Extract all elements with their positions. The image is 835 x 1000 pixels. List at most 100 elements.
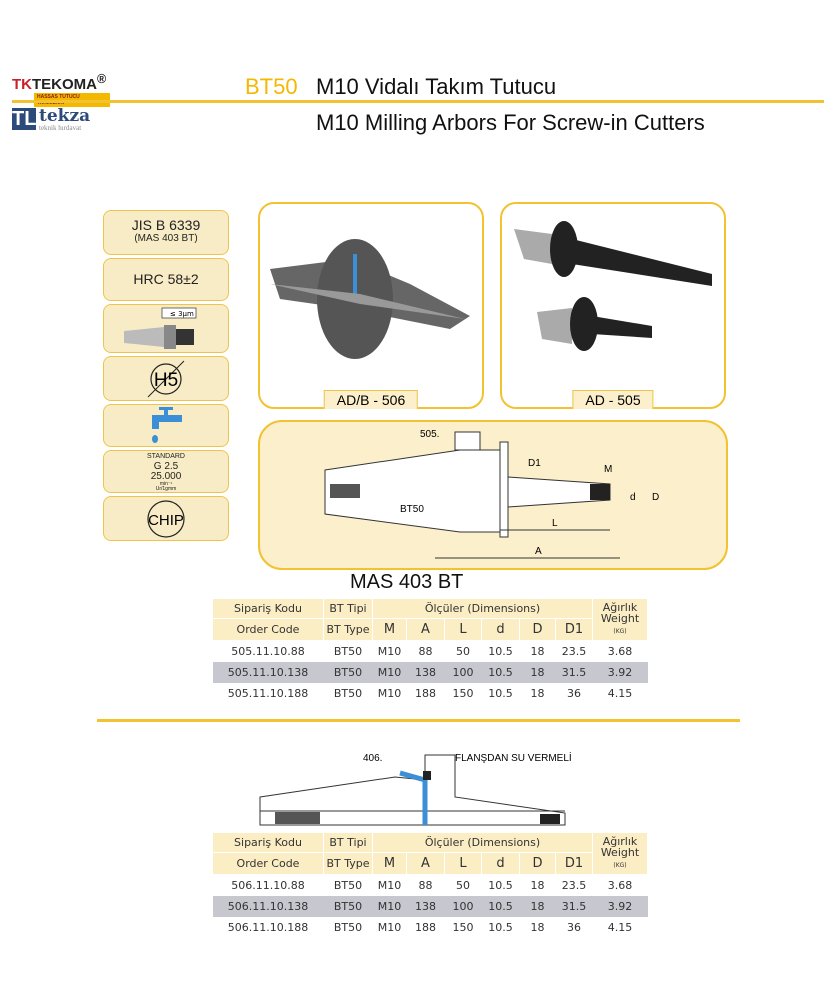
tolerance-circle-icon (150, 363, 182, 395)
col-2: L (444, 852, 482, 875)
table-cell: 100 (444, 662, 482, 683)
table-cell: 10.5 (488, 921, 513, 934)
hardness-box: HRC 58±2 (103, 258, 229, 301)
table-cell: 18 (519, 662, 556, 683)
dim-d1: D1 (528, 458, 541, 469)
table-cell: 506.11.10.88 (231, 879, 305, 892)
standard-text: JIS B 6339 (131, 217, 201, 233)
technical-drawing-406: 406. FLANŞDAN SU VERMELİ (255, 745, 595, 835)
weight-en: Weight (600, 612, 640, 625)
dim-d-large: D (652, 492, 659, 503)
weight-tr: Ağırlık (602, 601, 638, 614)
table-cell: 88 (418, 645, 433, 658)
section-divider (97, 719, 740, 722)
arbor-section-image (270, 239, 470, 359)
balance-grade: G 2.5 (153, 461, 179, 472)
weight-en: Weight (600, 846, 640, 859)
table-cell: M10 (377, 921, 402, 934)
table-cell: 3.68 (607, 879, 633, 892)
table-cell: 36 (567, 687, 581, 700)
chip-circle-icon (147, 500, 185, 538)
coolant-note: FLANŞDAN SU VERMELİ (455, 751, 572, 764)
arbor-photo-image (514, 221, 712, 351)
table-cell: 18 (530, 645, 545, 658)
table-cell: M10 (377, 645, 402, 658)
title-english: M10 Milling Arbors For Screw-in Cutters (316, 110, 705, 135)
table-cell: 4.15 (607, 687, 633, 700)
photo-caption: AD - 505 (572, 390, 654, 409)
table-cell: 31.5 (555, 896, 593, 917)
title-turkish: M10 Vidalı Takım Tutucu (316, 74, 557, 99)
table-cell: 4.15 (607, 921, 633, 934)
holder-runout-icon: ≤ 3µm (124, 307, 197, 349)
table-cell: 188 (415, 921, 436, 934)
table-cell: 23.5 (561, 879, 587, 892)
col-code-en: Order Code (212, 852, 324, 875)
col-2: L (444, 618, 482, 641)
col-type-en: BT Type (323, 618, 373, 641)
table-cell: M10 (372, 662, 407, 683)
table-cell: 150 (452, 687, 474, 700)
logo-mark: TL (12, 108, 37, 130)
table-cell: 10.5 (481, 662, 520, 683)
table-cell: 505.11.10.188 (227, 687, 309, 700)
logo-mark: TK (12, 76, 32, 93)
table-cell: M10 (377, 879, 402, 892)
water-tap-icon (152, 407, 182, 443)
col-0: M (372, 618, 407, 641)
table-cell: 3.92 (592, 896, 648, 917)
col-code-tr: Sipariş Kodu (212, 832, 324, 853)
brand-name: tekza (39, 106, 91, 126)
table-cell: 188 (415, 687, 436, 700)
table-cell: BT50 (333, 921, 363, 934)
table-cell: 10.5 (488, 879, 513, 892)
table-cell: 10.5 (481, 896, 520, 917)
table-cell: 505.11.10.88 (231, 645, 305, 658)
table-cell: 18 (519, 896, 556, 917)
chip-box: CHIP (103, 496, 229, 541)
col-4: D (519, 852, 556, 875)
chip-text: CHIP (148, 512, 184, 529)
table-cell: 88 (418, 879, 433, 892)
table-cell: BT50 (333, 687, 363, 700)
tolerance-value: H5 (154, 370, 178, 391)
col-3: d (481, 852, 520, 875)
coolant-box (103, 404, 229, 447)
table-cell: 10.5 (488, 687, 513, 700)
col-1: A (406, 618, 445, 641)
brand-tagline: teknik hırdavat (39, 124, 82, 132)
balance-unit: min⁻¹ (159, 481, 173, 487)
table-cell: BT50 (323, 896, 373, 917)
section-title: MAS 403 BT (350, 571, 464, 593)
weight-unit: (KG) (613, 628, 627, 635)
table-cell: 50 (456, 879, 470, 892)
table-cell: M10 (377, 687, 402, 700)
photo-ad-505: AD - 505 (500, 202, 726, 409)
balance-unit-2: Ur/1gmm (155, 486, 177, 492)
table-cell: M10 (372, 896, 407, 917)
table-cell: 31.5 (555, 662, 593, 683)
col-code-tr: Sipariş Kodu (212, 598, 324, 619)
weight-tr: Ağırlık (602, 835, 638, 848)
balance-rpm: 25.000 (150, 471, 182, 482)
runout-box: ≤ 3µm (103, 304, 229, 353)
table-cell: 150 (452, 921, 474, 934)
table-cell: 100 (444, 896, 482, 917)
col-5: D1 (555, 618, 593, 641)
col-1: A (406, 852, 445, 875)
table-cell: 18 (530, 687, 545, 700)
type-label: BT50 (400, 504, 424, 515)
table-cell: 506.11.10.188 (227, 921, 309, 934)
col-5: D1 (555, 852, 593, 875)
col-code-en: Order Code (212, 618, 324, 641)
photo-caption: AD/B - 506 (323, 390, 419, 409)
